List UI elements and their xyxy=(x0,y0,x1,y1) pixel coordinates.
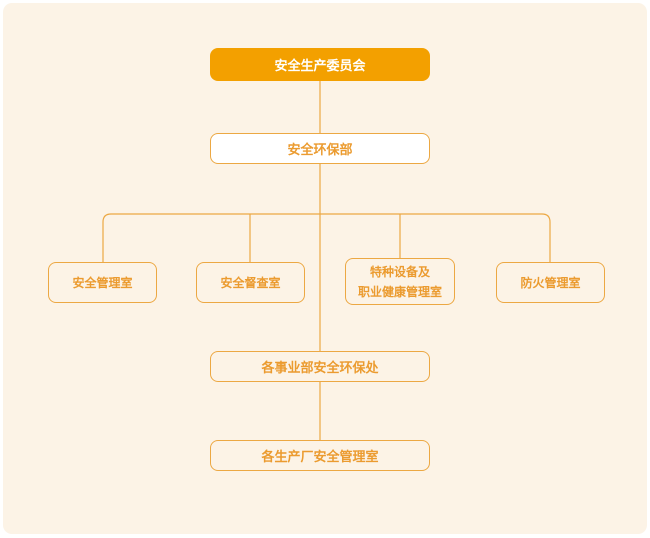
connector-bracket xyxy=(102,213,551,262)
node-safety-environment-department: 安全环保部 xyxy=(210,133,430,164)
node-safety-management-office: 安全管理室 xyxy=(48,262,157,303)
node-fire-prevention-office: 防火管理室 xyxy=(496,262,605,303)
diagram-background xyxy=(3,3,647,534)
node-safety-production-committee: 安全生产委员会 xyxy=(210,48,430,81)
node-division-safety-environment-office: 各事业部安全环保处 xyxy=(210,351,430,382)
node-plant-safety-management-office: 各生产厂安全管理室 xyxy=(210,440,430,471)
node-safety-supervision-office: 安全督查室 xyxy=(196,262,305,303)
node-special-equipment-occupational-health-office: 特种设备及 职业健康管理室 xyxy=(345,258,455,305)
